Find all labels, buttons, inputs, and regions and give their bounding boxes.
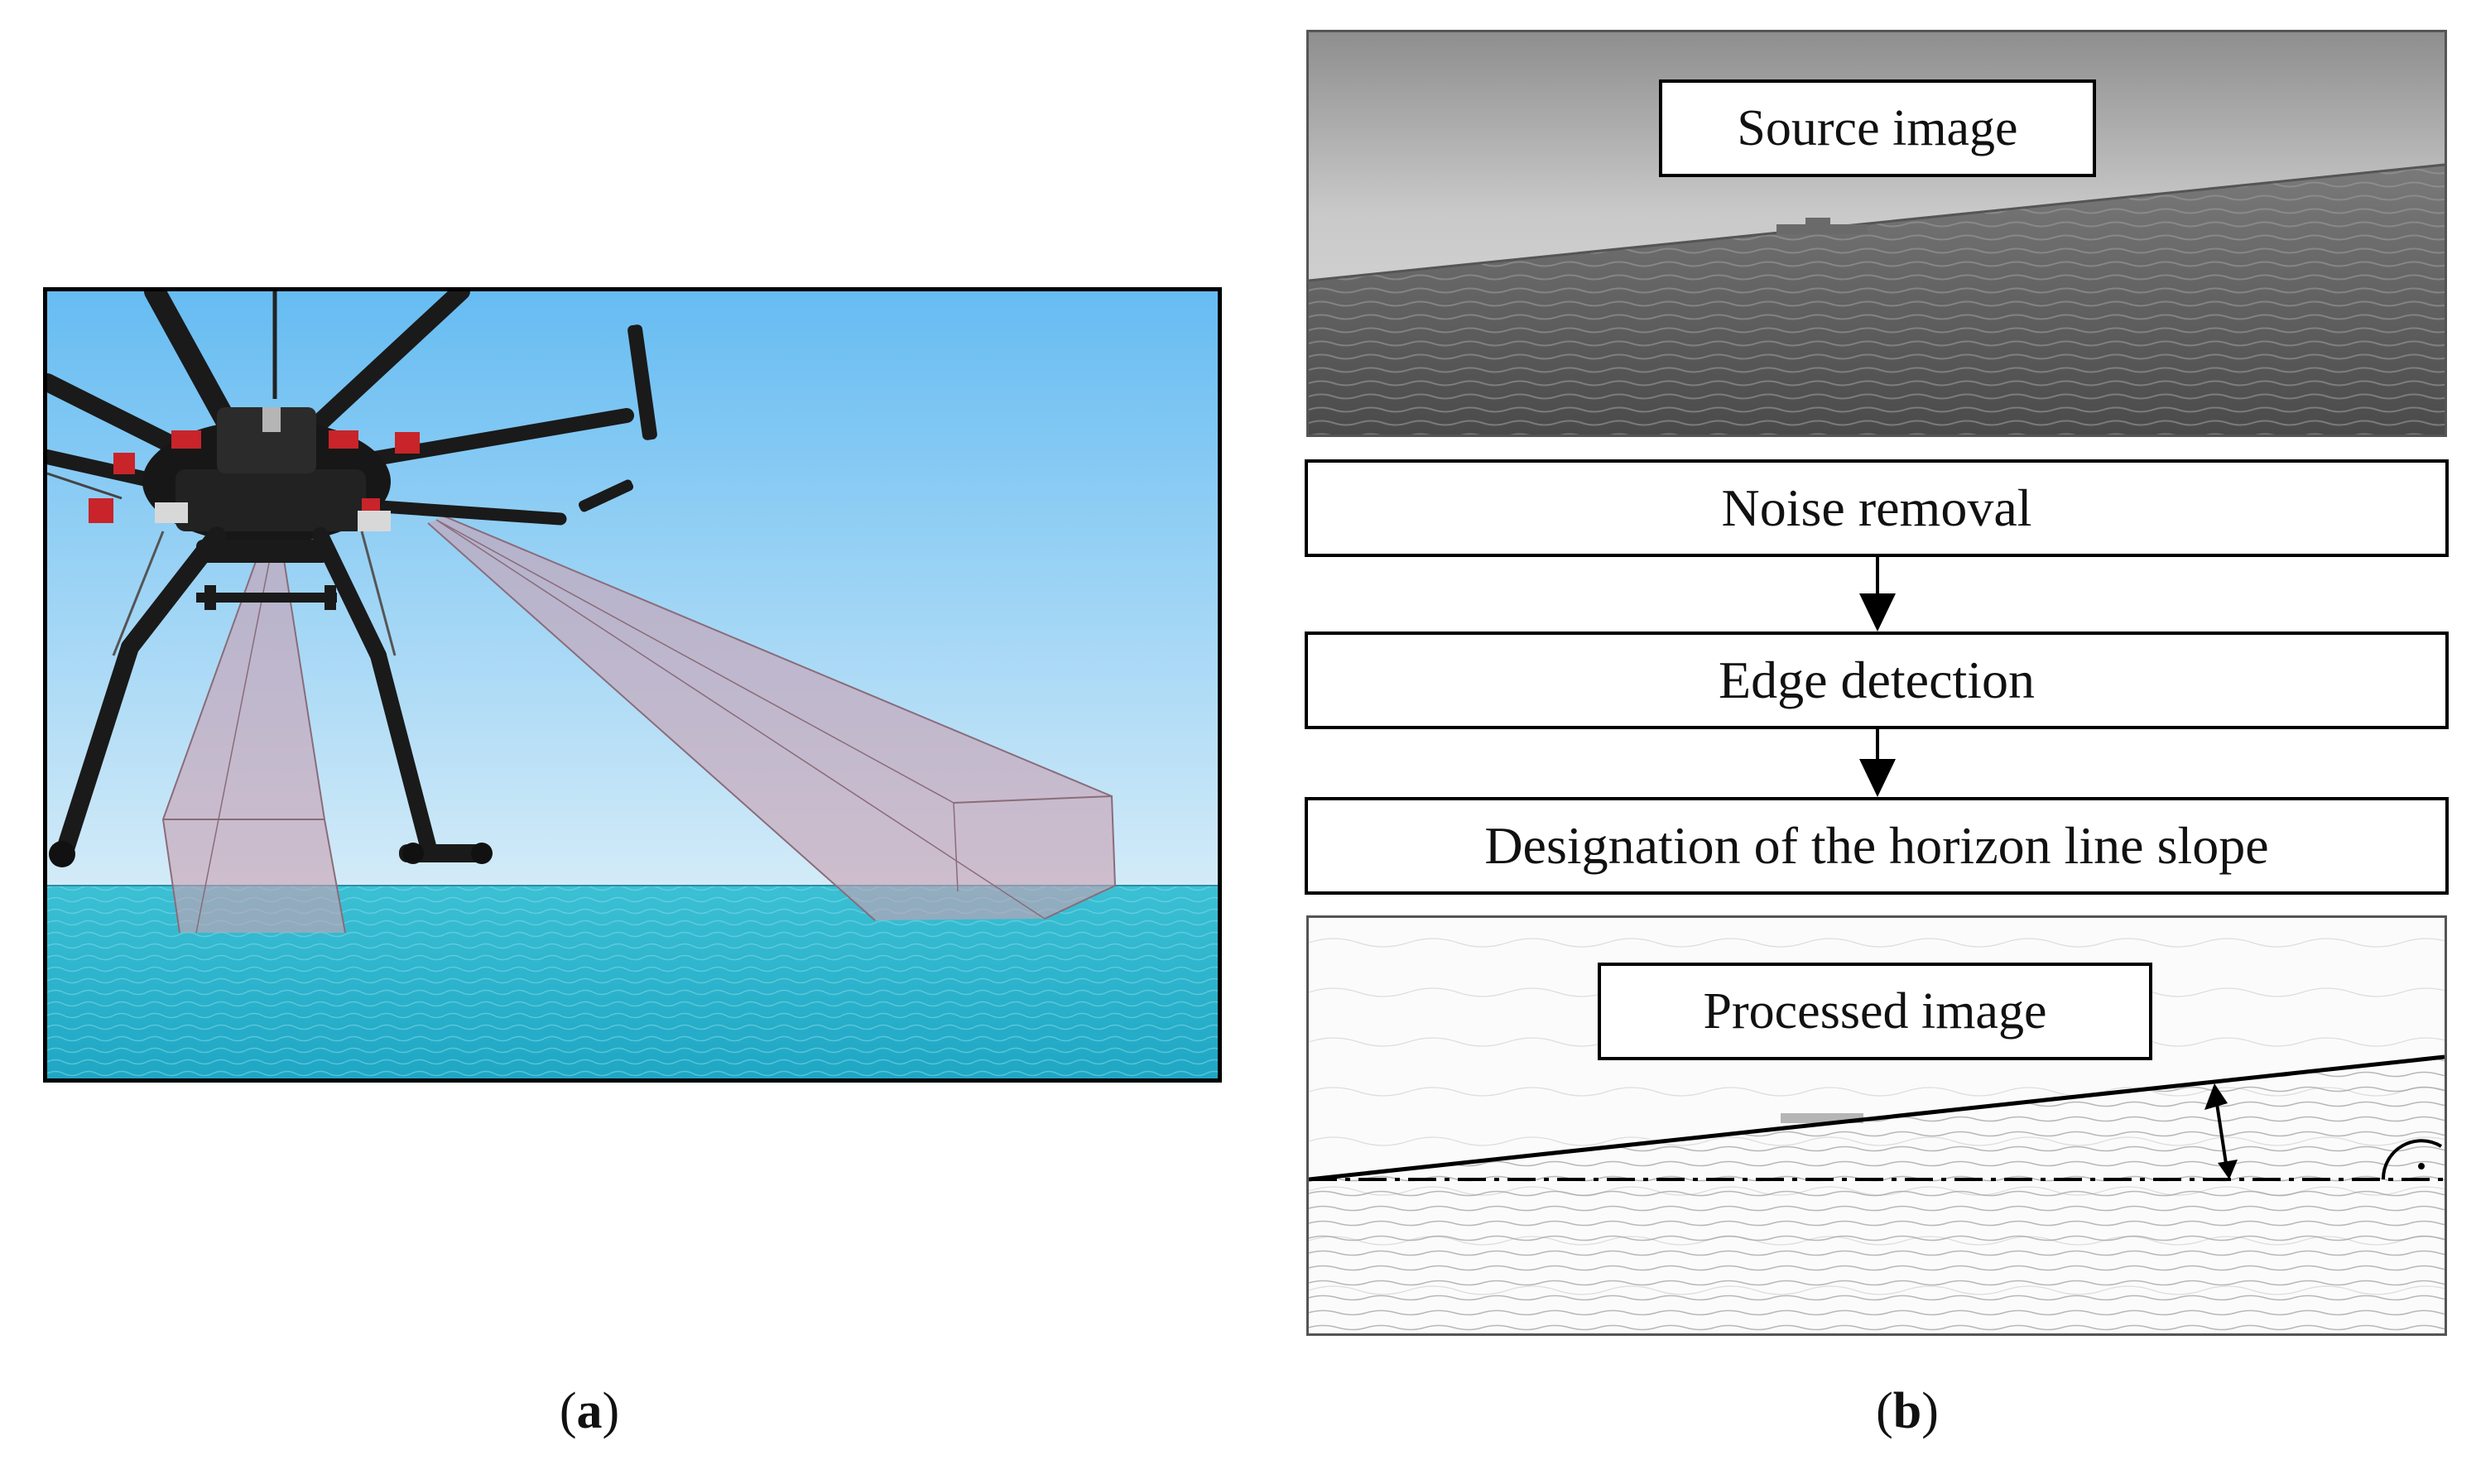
panel-b-caption-close: ) [1921,1383,1939,1439]
right-angle-marker [2381,1139,2443,1180]
drone [47,291,657,867]
source-image [1306,30,2447,437]
sideways-sensor-beam [427,516,1117,921]
panel-a-caption-letter: a [576,1383,603,1439]
source-image-label: Source image [1659,79,2096,177]
step-noise-removal: Noise removal [1305,459,2449,557]
downward-sensor-beam [161,554,346,934]
panel-a-caption: (a) [560,1382,619,1441]
slope-angle-arrow [2204,1083,2238,1179]
arrow-down-icon [1859,557,1896,632]
panel-a-caption-close: ) [602,1383,620,1439]
step-horizon-slope: Designation of the horizon line slope [1305,797,2449,895]
drone-illustration [43,287,1222,1083]
panel-a-caption-open: ( [559,1383,577,1439]
arrow-down-icon [1859,729,1896,797]
panel-b-caption-open: ( [1876,1383,1893,1439]
step-edge-detection: Edge detection [1305,632,2449,729]
ship-silhouette [1776,224,1868,234]
panel-b-caption-letter: b [1892,1383,1922,1439]
source-seascape [1309,32,2445,435]
detected-horizon-line [1309,1054,2445,1182]
drone-scene [47,291,1218,1078]
processed-image-label: Processed image [1598,963,2152,1060]
panel-b-caption: (b) [1876,1382,1939,1441]
